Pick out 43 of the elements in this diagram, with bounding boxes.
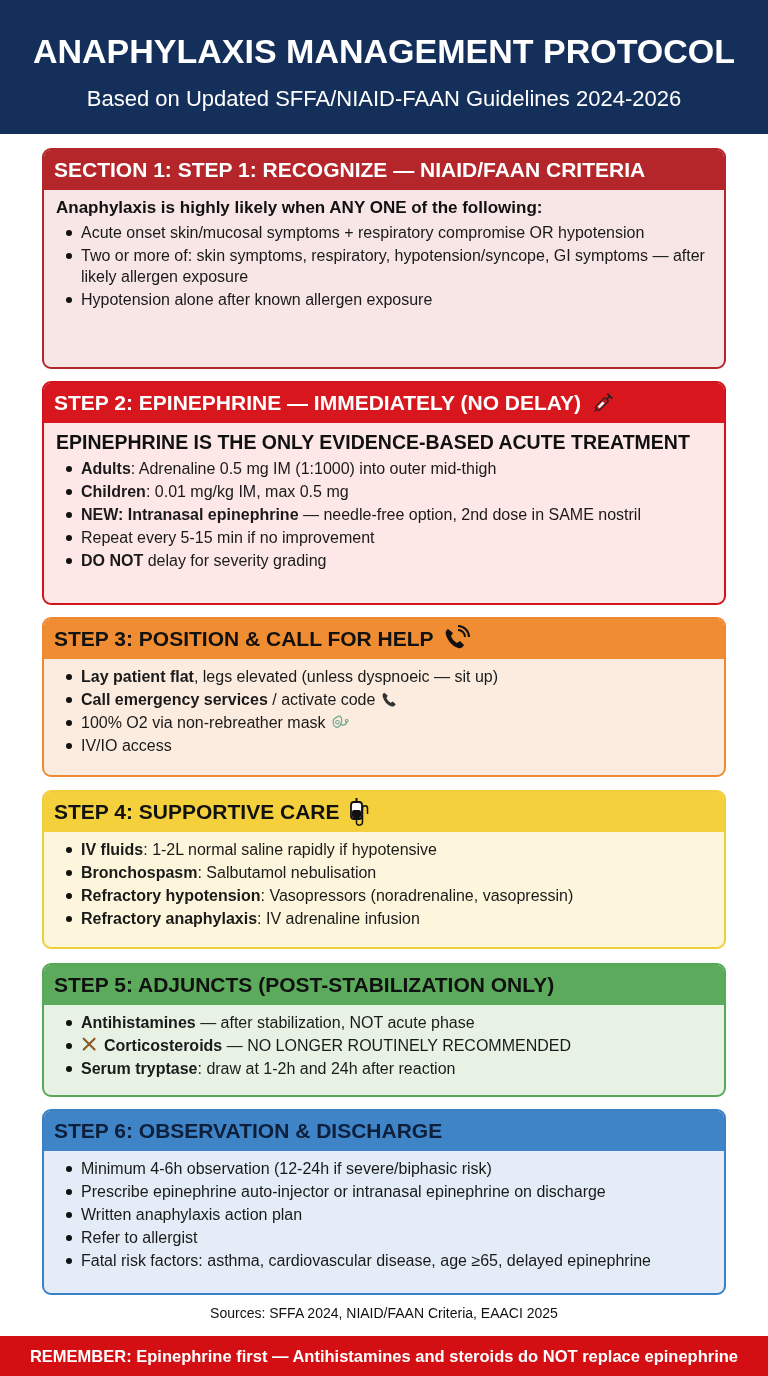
subtitle-text: Based on Updated SFFA/NIAID-FAAN Guidelines 2024-2026	[85, 86, 683, 112]
intro-text: EPINEPHRINE IS THE ONLY EVIDENCE-BASED ACUTE TREATMENT	[56, 431, 691, 454]
bullet-text: Refer to allergist	[81, 1228, 198, 1248]
step-card	[42, 381, 726, 605]
bullet-text: Adults: Adrenaline 0.5 mg IM (1:1000) into outer mid-thigh	[81, 459, 497, 479]
bullet-text: Hypotension alone after known allergen exposure	[81, 290, 433, 310]
bullet-text: IV fluids: 1-2L normal saline rapidly if hypotensive	[81, 840, 437, 860]
step-card	[42, 148, 726, 369]
step-heading: STEP 4: SUPPORTIVE CARE	[54, 800, 340, 824]
reminder-text: REMEMBER: Epinephrine first — Antihistamines and steroids do NOT replace epinephrine	[29, 1346, 739, 1366]
bullet-text: 100% O2 via non-rebreather mask	[81, 713, 326, 733]
bullet-text: Bronchospasm: Salbutamol nebulisation	[81, 863, 377, 883]
step-heading: STEP 6: OBSERVATION & DISCHARGE	[54, 1119, 443, 1143]
bullet-text: Fatal risk factors: asthma, cardiovascular disease, age ≥65, delayed epinephrine	[81, 1251, 651, 1271]
step-heading: STEP 5: ADJUNCTS (POST-STABILIZATION ONLY)	[54, 973, 555, 997]
bullet-text: Refractory hypotension: Vasopressors (noradrenaline, vasopressin)	[81, 886, 574, 906]
bullet-text: Minimum 4-6h observation (12-24h if severe/biphasic risk)	[81, 1159, 492, 1179]
step-card	[42, 790, 726, 949]
title-text: ANAPHYLAXIS MANAGEMENT PROTOCOL	[31, 32, 737, 71]
bullet-text: Antihistamines — after stabilization, NOT acute phase	[81, 1013, 475, 1033]
bullet-text: Acute onset skin/mucosal symptoms + respiratory compromise OR hypotension	[81, 223, 645, 243]
bullet-text: NEW: Intranasal epinephrine — needle-free option, 2nd dose in SAME nostril	[81, 505, 641, 525]
sources-note: Sources: SFFA 2024, NIAID/FAAN Criteria, EAACI 2025	[209, 1305, 559, 1321]
bullet-text: IV/IO access	[81, 736, 172, 756]
bullet-text: Written anaphylaxis action plan	[81, 1205, 303, 1225]
bullet-text: DO NOT delay for severity grading	[81, 551, 327, 571]
bullet-text: Call emergency services / activate code	[81, 690, 376, 710]
bullet-text: Serum tryptase: draw at 1-2h and 24h after reaction	[81, 1059, 456, 1079]
step-heading: STEP 3: POSITION & CALL FOR HELP	[54, 627, 434, 651]
reminder-banner	[0, 1336, 768, 1376]
step-card	[42, 963, 726, 1097]
bullet-text: Prescribe epinephrine auto-injector or intranasal epinephrine on discharge	[81, 1182, 606, 1202]
bullet-text: Lay patient flat, legs elevated (unless dyspnoeic — sit up)	[81, 667, 499, 687]
bullet-text: Children: 0.01 mg/kg IM, max 0.5 mg	[81, 482, 349, 502]
bullet-text: Two or more of: skin symptoms, respiratory, hypotension/syncope, GI symptoms — after likely allergen exposure	[81, 246, 706, 287]
bullet-text: Repeat every 5-15 min if no improvement	[81, 528, 375, 548]
intro-text: Anaphylaxis is highly likely when ANY ONE of the following:	[56, 198, 544, 218]
step-card	[42, 1109, 726, 1295]
bullet-text: Refractory anaphylaxis: IV adrenaline infusion	[81, 909, 420, 929]
step-heading: SECTION 1: STEP 1: RECOGNIZE — NIAID/FAAN CRITERIA	[54, 158, 646, 182]
step-heading: STEP 2: EPINEPHRINE — IMMEDIATELY (NO DELAY)	[54, 391, 582, 415]
step-card	[42, 617, 726, 777]
bullet-text: Corticosteroids — NO LONGER ROUTINELY RECOMMENDED	[104, 1036, 572, 1056]
